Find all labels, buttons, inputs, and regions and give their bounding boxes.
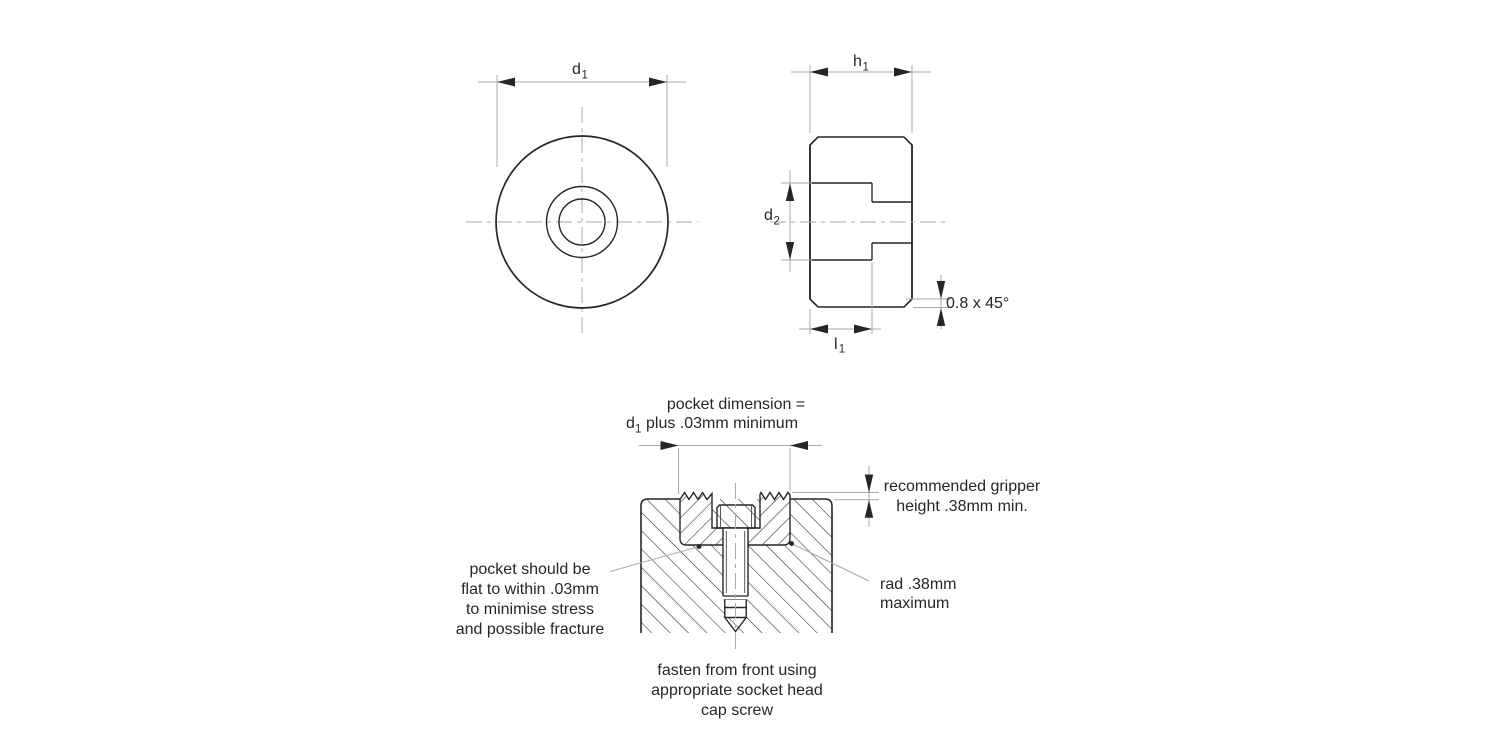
dim-label-l1-subscript: 1: [839, 344, 845, 356]
flatness-note-line1: pocket should be: [470, 561, 591, 578]
front-view: d 1: [466, 61, 698, 338]
arrowhead-left: [497, 77, 515, 87]
fastening-caption: fasten from front using appropriate sock…: [651, 662, 823, 719]
arrowhead-down: [936, 281, 946, 299]
dimension-d2: d 2: [764, 170, 812, 272]
base-block-outline: [640, 498, 833, 633]
dimension-l1: l 1: [799, 262, 881, 356]
arrowhead-up: [864, 499, 874, 518]
flatness-callout: pocket should be flat to within .03mm to…: [456, 544, 702, 638]
arrowhead-right: [649, 77, 667, 87]
leader-dot-left: [696, 544, 702, 549]
through-hole-edges: [872, 201, 912, 244]
chamfer-note: 0.8 x 45°: [946, 295, 1009, 312]
pocket-dim-text-line2-base: d: [626, 415, 635, 432]
gripper-insert-hatch: [680, 492, 790, 545]
section-view: h 1 d 2 l: [764, 53, 1009, 356]
dimension-d1: d 1: [478, 61, 686, 167]
dim-label-d2-subscript: 2: [774, 216, 780, 228]
flatness-note-line2: flat to within .03mm: [461, 581, 599, 598]
pocket-dim-text-line1: pocket dimension =: [667, 396, 805, 413]
arrowhead-left: [810, 324, 828, 334]
arrowhead-down: [785, 242, 795, 260]
counterbore-circle: [545, 185, 619, 259]
arrowhead-down: [864, 474, 874, 493]
arrowhead-up: [936, 308, 946, 326]
through-hole-circle: [558, 198, 606, 246]
pocket-dim-text-line2-subscript: 1: [635, 424, 641, 436]
arrowhead-right: [894, 67, 912, 77]
arrowhead-right: [660, 441, 679, 450]
installation-view: pocket dimension = d 1 plus .03mm minimu…: [456, 396, 1041, 719]
dim-label-d1: d: [572, 61, 581, 78]
fastening-note-line1: fasten from front using: [657, 662, 816, 679]
arrowhead-right: [854, 324, 872, 334]
screw-shank-edges: [722, 528, 749, 596]
gripper-insert-outline: [679, 491, 791, 546]
arrowhead-left: [790, 441, 808, 450]
flatness-note-line4: and possible fracture: [456, 621, 605, 638]
counterbore-edges: [810, 182, 873, 261]
dim-label-h1-subscript: 1: [863, 62, 869, 74]
fastening-note-line3: cap screw: [701, 702, 773, 719]
dimension-h1: h 1: [791, 53, 931, 133]
screw-head: [716, 504, 756, 529]
radius-note-line2: maximum: [880, 595, 949, 612]
dimension-pocket: pocket dimension = d 1 plus .03mm minimu…: [626, 396, 822, 494]
dim-label-h1: h: [853, 53, 862, 70]
pocket-dim-text-line2-rest: plus .03mm minimum: [646, 415, 798, 432]
gripper-insert: [679, 491, 791, 546]
arrowhead-up: [785, 183, 795, 201]
dimension-gripper-height: recommended gripper height .38mm min.: [792, 466, 1041, 527]
outer-diameter-circle: [495, 135, 669, 309]
dim-label-d1-subscript: 1: [582, 70, 588, 82]
radius-callout: rad .38mm maximum: [789, 541, 956, 612]
dimension-chamfer: 0.8 x 45°: [906, 275, 1009, 329]
leader-dot-right: [789, 541, 794, 546]
screw-head-inner-lines: [720, 506, 752, 527]
screw-thread-lines: [725, 531, 746, 593]
gripper-height-note-line1: recommended gripper: [884, 478, 1041, 495]
flatness-note-line3: to minimise stress: [466, 601, 594, 618]
gripper-height-note-line2: height .38mm min.: [896, 498, 1028, 515]
fastening-note-line2: appropriate socket head: [651, 682, 823, 699]
radius-note-line1: rad .38mm: [880, 576, 956, 593]
dim-label-l1: l: [834, 336, 838, 353]
arrowhead-left: [810, 67, 828, 77]
dim-label-d2: d: [764, 207, 773, 224]
socket-head-cap-screw: [716, 483, 756, 651]
